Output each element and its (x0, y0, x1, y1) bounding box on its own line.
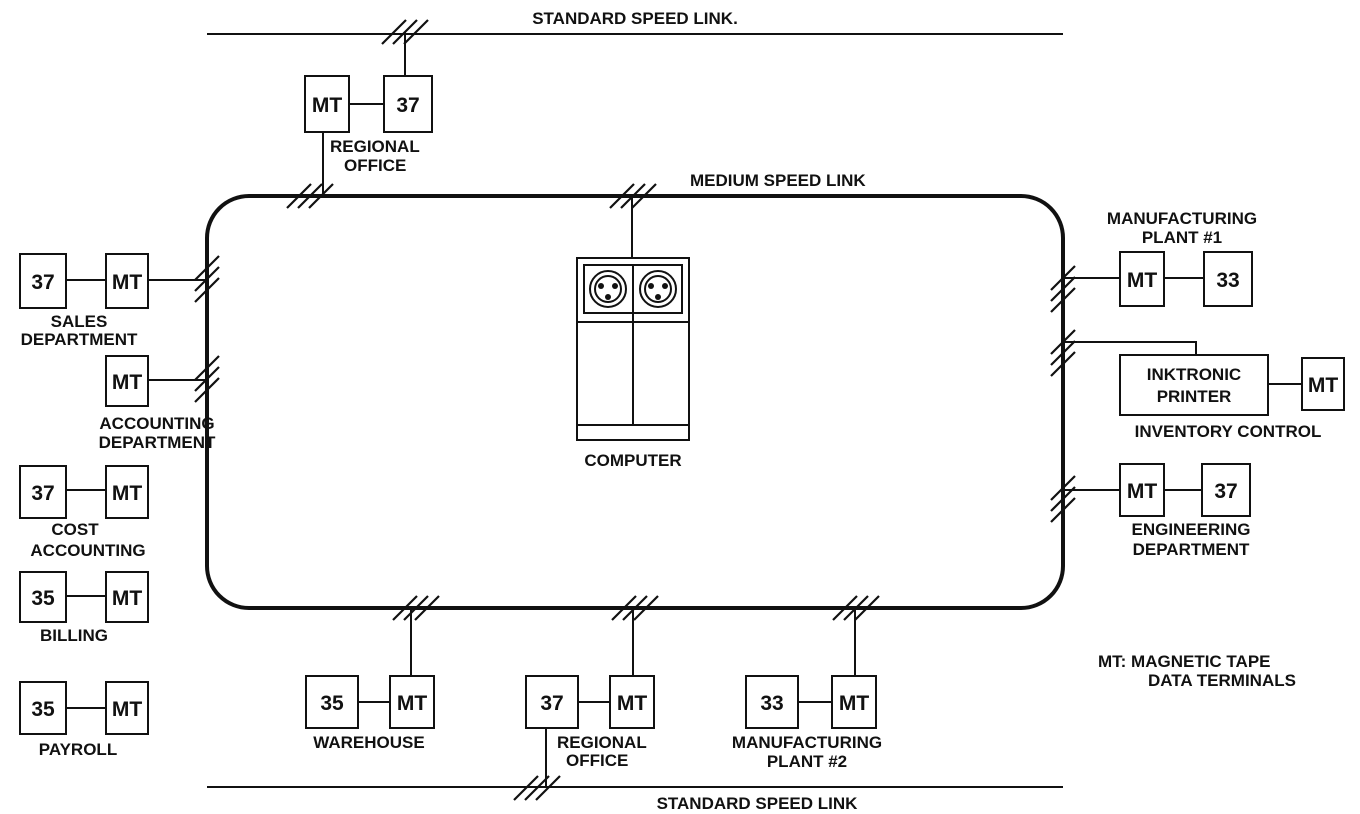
mt-terminal-label: MT (312, 94, 342, 117)
teletype-33-box (745, 675, 799, 729)
manufacturing-2-label-2: PLANT #2 (767, 752, 847, 771)
manufacturing-1-label-2: PLANT #1 (1142, 228, 1222, 247)
warehouse-label: WAREHOUSE (313, 733, 424, 752)
regional-office-bottom-station: 37 MT REGIONAL OFFICE (513, 608, 655, 801)
legend-line-2: DATA TERMINALS (1148, 671, 1296, 690)
cost-accounting-station: 37 MT COST ACCOUNTING (19, 465, 149, 560)
mt-terminal-box (609, 675, 655, 729)
teletype-37-box (19, 253, 67, 309)
inventory-control-label: INVENTORY CONTROL (1135, 422, 1322, 441)
manufacturing-plant-1-station: MANUFACTURING PLANT #1 MT 33 (1063, 209, 1257, 307)
standard-speed-link-bottom-label: STANDARD SPEED LINK (657, 794, 859, 813)
mt-terminal-label: MT (1127, 480, 1157, 503)
manufacturing-1-label-1: MANUFACTURING (1107, 209, 1257, 228)
link-hash-regional-office-bottom (611, 595, 659, 621)
regional-office-bottom-label-1: REGIONAL (557, 733, 647, 752)
sales-label-2: DEPARTMENT (21, 330, 138, 349)
sales-label-1: SALES (51, 312, 108, 331)
inktronic-printer-label-2: PRINTER (1157, 387, 1232, 406)
engineering-label-1: ENGINEERING (1131, 520, 1250, 539)
mt-terminal-box (831, 675, 877, 729)
mt-terminal-box (389, 675, 435, 729)
legend-line-1: MT: MAGNETIC TAPE (1098, 652, 1271, 671)
mt-terminal-label: MT (112, 698, 142, 721)
teletype-37-label: 37 (31, 271, 54, 294)
mt-terminal-box (105, 571, 149, 623)
payroll-station: 35 MT PAYROLL (19, 681, 149, 759)
accounting-label-1: ACCOUNTING (99, 414, 214, 433)
mt-terminal-label: MT (1127, 269, 1157, 292)
teletype-33-label: 33 (1216, 269, 1239, 292)
billing-label: BILLING (40, 626, 108, 645)
regional-office-top-station: MT 37 REGIONAL OFFICE (304, 75, 433, 196)
teletype-37-label: 37 (540, 692, 563, 715)
manufacturing-2-label-1: MANUFACTURING (732, 733, 882, 752)
inktronic-printer-box (1119, 354, 1269, 416)
mt-terminal-label: MT (397, 692, 427, 715)
teletype-37-box (525, 675, 579, 729)
billing-station: 35 MT BILLING (19, 571, 149, 645)
teletype-37-label: 37 (1214, 480, 1237, 503)
teletype-33-label: 33 (760, 692, 783, 715)
tape-reel-icon (639, 270, 677, 308)
accounting-label-2: DEPARTMENT (99, 433, 216, 452)
teletype-33-box (1203, 251, 1253, 307)
engineering-department-station: MT 37 ENGINEERING DEPARTMENT (1063, 463, 1251, 559)
legend: MT: MAGNETIC TAPE DATA TERMINALS (1098, 652, 1296, 690)
teletype-37-label: 37 (31, 482, 54, 505)
computer-label: COMPUTER (584, 451, 681, 470)
mt-terminal-box (105, 253, 149, 309)
inventory-control-station: INKTRONIC PRINTER MT INVENTORY CONTROL (1063, 341, 1345, 441)
mt-terminal-box (105, 465, 149, 519)
sales-department-station: 37 MT SALES DEPARTMENT (19, 253, 207, 349)
accounting-department-station: MT ACCOUNTING DEPARTMENT (99, 355, 216, 452)
link-hash-regional-office-top (286, 183, 334, 209)
mt-terminal-label: MT (1308, 374, 1338, 397)
standard-speed-link-bottom: STANDARD SPEED LINK (207, 786, 1063, 813)
cost-accounting-label-2: ACCOUNTING (30, 541, 145, 560)
standard-speed-link-top-label: STANDARD SPEED LINK. (532, 9, 738, 28)
engineering-label-2: DEPARTMENT (1133, 540, 1250, 559)
inktronic-printer-label-1: INKTRONIC (1147, 365, 1241, 384)
mt-terminal-label: MT (112, 482, 142, 505)
teletype-37-box (383, 75, 433, 133)
mt-terminal-label: MT (617, 692, 647, 715)
payroll-label: PAYROLL (39, 740, 117, 759)
warehouse-station: 35 MT WAREHOUSE (305, 608, 435, 752)
mt-terminal-box (1119, 463, 1165, 517)
mt-terminal-box (105, 681, 149, 735)
mt-terminal-label: MT (112, 271, 142, 294)
regional-office-bottom-label-2: OFFICE (566, 751, 628, 770)
regional-office-top-label-2: OFFICE (344, 156, 406, 175)
teletype-35-label: 35 (31, 587, 55, 610)
regional-office-top-label-1: REGIONAL (330, 137, 420, 156)
cost-accounting-label-1: COST (51, 520, 99, 539)
medium-speed-link-label: MEDIUM SPEED LINK (690, 171, 866, 190)
manufacturing-plant-2-station: 33 MT MANUFACTURING PLANT #2 (732, 608, 882, 771)
mt-terminal-label: MT (112, 371, 142, 394)
mt-terminal-label: MT (112, 587, 142, 610)
standard-speed-link-top: STANDARD SPEED LINK. (207, 9, 1063, 76)
mt-terminal-label: MT (839, 692, 869, 715)
teletype-37-box (19, 465, 67, 519)
mt-terminal-box (1301, 357, 1345, 411)
teletype-37-label: 37 (396, 94, 419, 117)
computer: COMPUTER (576, 196, 690, 470)
link-hash-warehouse (392, 595, 440, 621)
teletype-37-box (1201, 463, 1251, 517)
teletype-35-label: 35 (31, 698, 55, 721)
teletype-35-label: 35 (320, 692, 344, 715)
tape-reel-icon (589, 270, 627, 308)
